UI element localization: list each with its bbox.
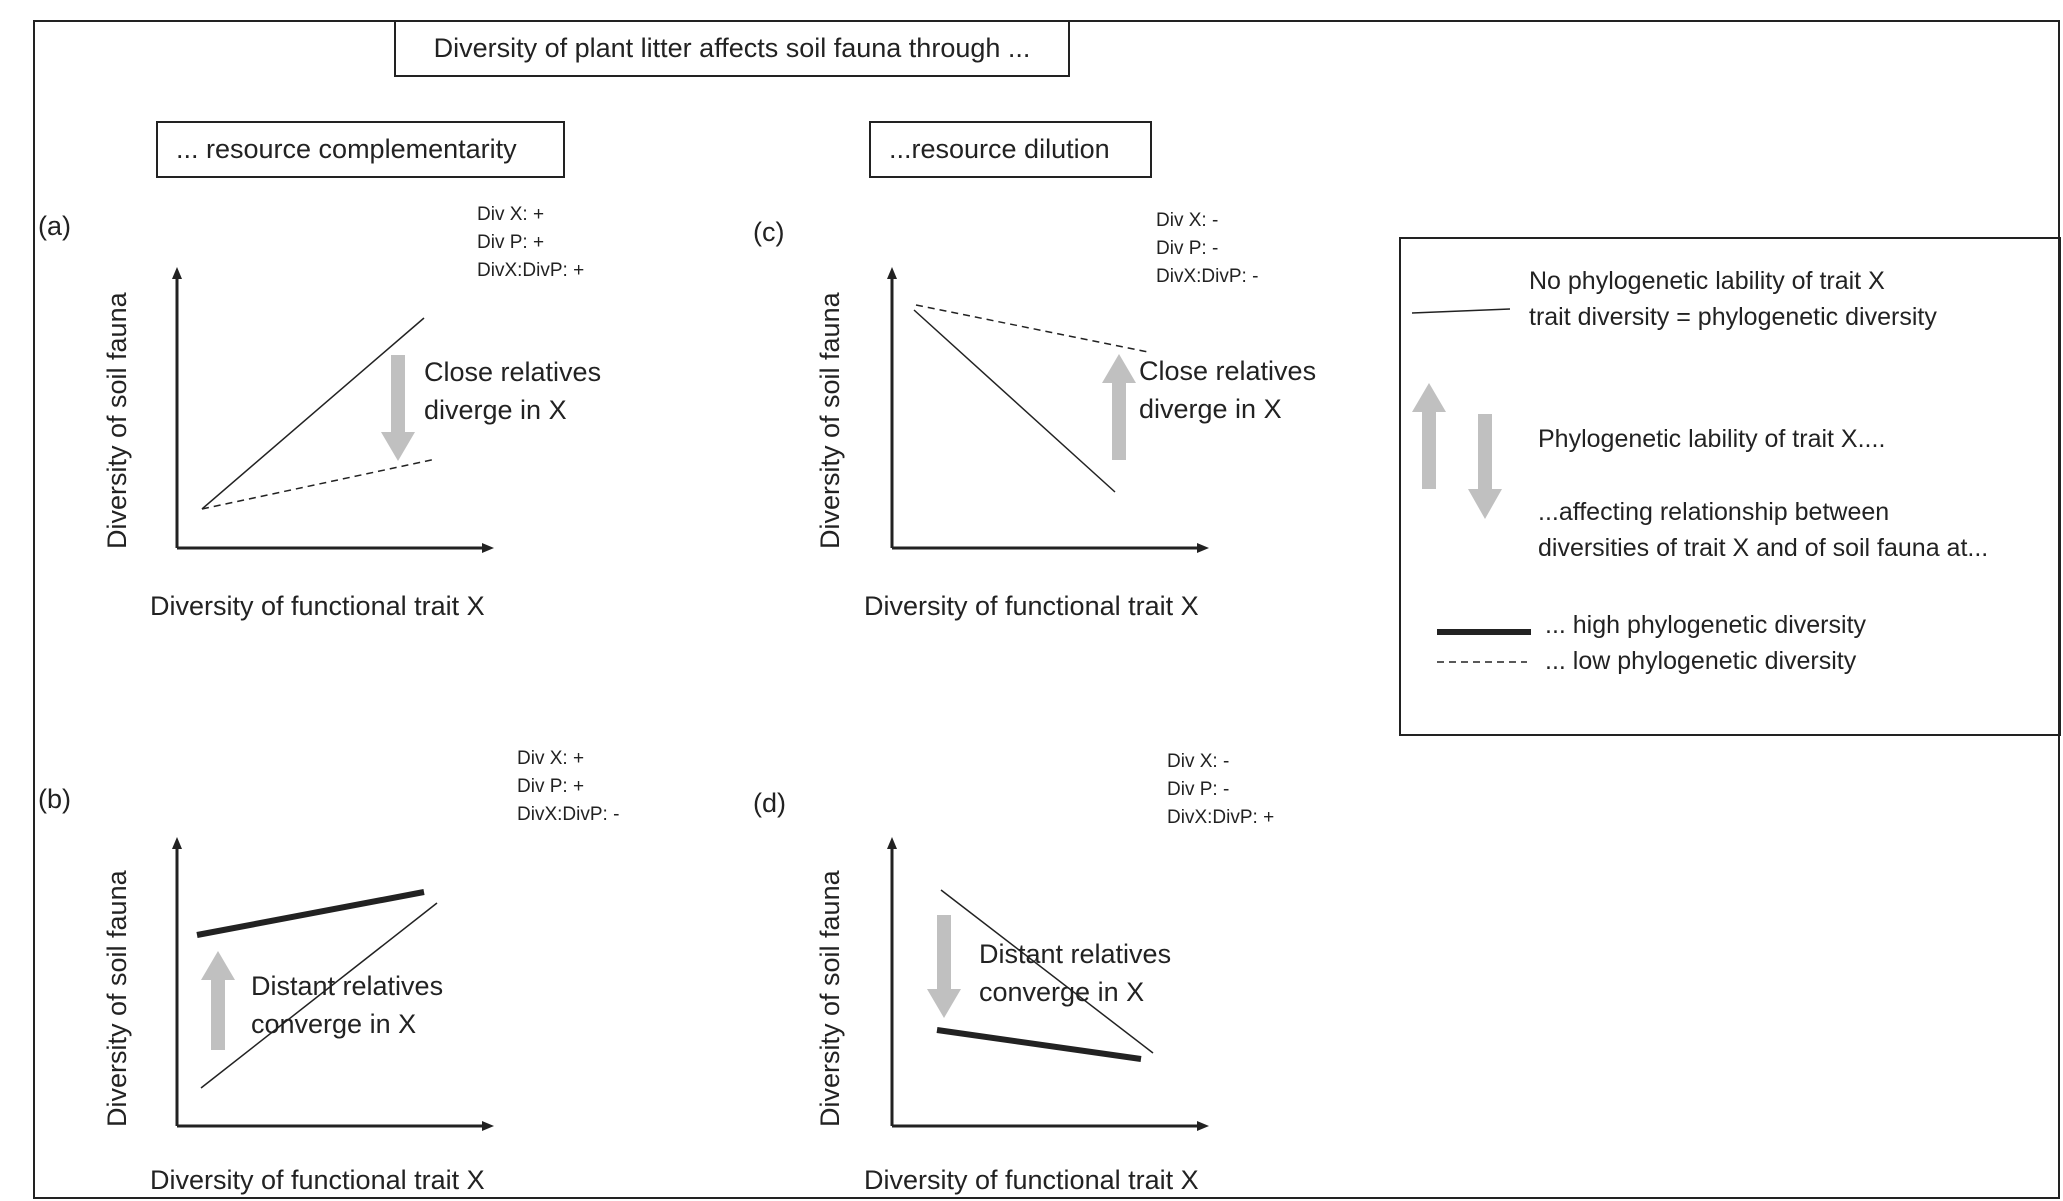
panel-a-label: (a) (38, 211, 71, 241)
panel-c-axes (887, 267, 1209, 553)
panel-d-stats: Div X: - Div P: - DivX:DivP: + (1167, 748, 1274, 832)
legend-lability: Phylogenetic lability of trait X.... (1538, 425, 1886, 453)
panel-a-down-arrow (381, 355, 415, 461)
panel-a-annotation-line1: Close relatives (424, 357, 602, 387)
panel-b-stat-divx: Div X: + (517, 748, 585, 769)
mechanism-dilution-heading: ...resource dilution (869, 121, 1152, 178)
panel-d-line-high-diversity (936, 1027, 1142, 1062)
panel-d-down-arrow (927, 915, 961, 1018)
panel-a-stat-divx: Div X: + (477, 204, 545, 225)
panel-b-annotation: Distant relatives converge in X (251, 967, 443, 1043)
panel-b-label: (b) (38, 784, 71, 814)
panel-d-axes (887, 837, 1209, 1131)
legend-affecting-line2: diversities of trait X and of soil fauna… (1538, 534, 1989, 562)
panel-b-axes (172, 837, 494, 1131)
legend-high-diversity: ... high phylogenetic diversity (1545, 611, 1867, 639)
panel-b-line-high-diversity (196, 889, 425, 938)
panel-a-stat-divp: Div P: + (477, 232, 545, 253)
panel-d-stat-divp: Div P: - (1167, 779, 1230, 800)
panel-b-stats: Div X: + Div P: + DivX:DivP: - (517, 745, 619, 829)
figure-title: Diversity of plant litter affects soil f… (394, 20, 1070, 77)
panel-c-stat-interaction: DivX:DivP: - (1156, 266, 1259, 287)
legend-down-arrow (1468, 414, 1502, 519)
panel-c-stats: Div X: - Div P: - DivX:DivP: - (1156, 207, 1258, 291)
panel-b-up-arrow (201, 951, 235, 1050)
panel-a-stat-interaction: DivX:DivP: + (477, 260, 585, 281)
panel-b-line-no-lability (200, 902, 438, 1089)
panel-c-stat-divx: Div X: - (1156, 210, 1219, 231)
panel-b-stat-divp: Div P: + (517, 776, 585, 797)
legend-no-lability-line1: No phylogenetic lability of trait X (1529, 267, 1885, 295)
panel-c-stat-divp: Div P: - (1156, 238, 1219, 259)
panel-a-line-low-diversity (201, 458, 437, 510)
panel-a-y-axis-label: Diversity of soil fauna (102, 292, 132, 549)
panel-b-annotation-line1: Distant relatives (251, 971, 444, 1001)
panel-a-annotation-line2: diverge in X (424, 395, 567, 425)
panel-d-x-axis-label: Diversity of functional trait X (864, 1165, 1199, 1195)
panel-d-y-axis-label: Diversity of soil fauna (815, 870, 845, 1127)
panel-d-annotation-line1: Distant relatives (979, 939, 1172, 969)
panel-d-stat-divx: Div X: - (1167, 751, 1230, 772)
panel-d-stat-interaction: DivX:DivP: + (1167, 807, 1275, 828)
panel-c-line-low-diversity (915, 304, 1149, 353)
panel-b-x-axis-label: Diversity of functional trait X (150, 1165, 485, 1195)
panel-c-x-axis-label: Diversity of functional trait X (864, 591, 1199, 621)
legend-low-diversity: ... low phylogenetic diversity (1545, 647, 1857, 675)
panel-c-annotation-line1: Close relatives (1139, 356, 1317, 386)
panel-a-axes (172, 267, 494, 553)
panel-d-line-no-lability (940, 889, 1154, 1054)
panel-a-annotation: Close relatives diverge in X (424, 353, 601, 429)
panel-d-annotation-line2: converge in X (979, 977, 1145, 1007)
panel-c-up-arrow (1102, 354, 1136, 460)
panel-d-label: (d) (753, 788, 786, 818)
panel-a-x-axis-label: Diversity of functional trait X (150, 591, 485, 621)
legend-frame (1399, 237, 2061, 736)
panel-b-stat-interaction: DivX:DivP: - (517, 804, 620, 825)
legend-no-lability: No phylogenetic lability of trait X trai… (1529, 263, 1937, 335)
legend-affecting: ...affecting relationship between divers… (1538, 494, 1988, 566)
panel-c-annotation: Close relatives diverge in X (1139, 352, 1316, 428)
panel-c-y-axis-label: Diversity of soil fauna (815, 292, 845, 549)
legend-up-arrow (1412, 383, 1446, 489)
legend-affecting-line1: ...affecting relationship between (1538, 498, 1890, 526)
legend-no-lability-line2: trait diversity = phylogenetic diversity (1529, 303, 1937, 331)
panel-d-annotation: Distant relatives converge in X (979, 935, 1171, 1011)
mechanism-complementarity-heading: ... resource complementarity (156, 121, 565, 178)
panel-a-stats: Div X: + Div P: + DivX:DivP: + (477, 201, 584, 285)
panel-a-line-no-lability (201, 317, 425, 510)
panel-c-label: (c) (753, 217, 785, 247)
panel-b-annotation-line2: converge in X (251, 1009, 417, 1039)
legend-thin-line-sample (1411, 308, 1511, 314)
panel-c-line-no-lability (913, 309, 1116, 493)
panel-c-annotation-line2: diverge in X (1139, 394, 1282, 424)
panel-b-y-axis-label: Diversity of soil fauna (102, 870, 132, 1127)
